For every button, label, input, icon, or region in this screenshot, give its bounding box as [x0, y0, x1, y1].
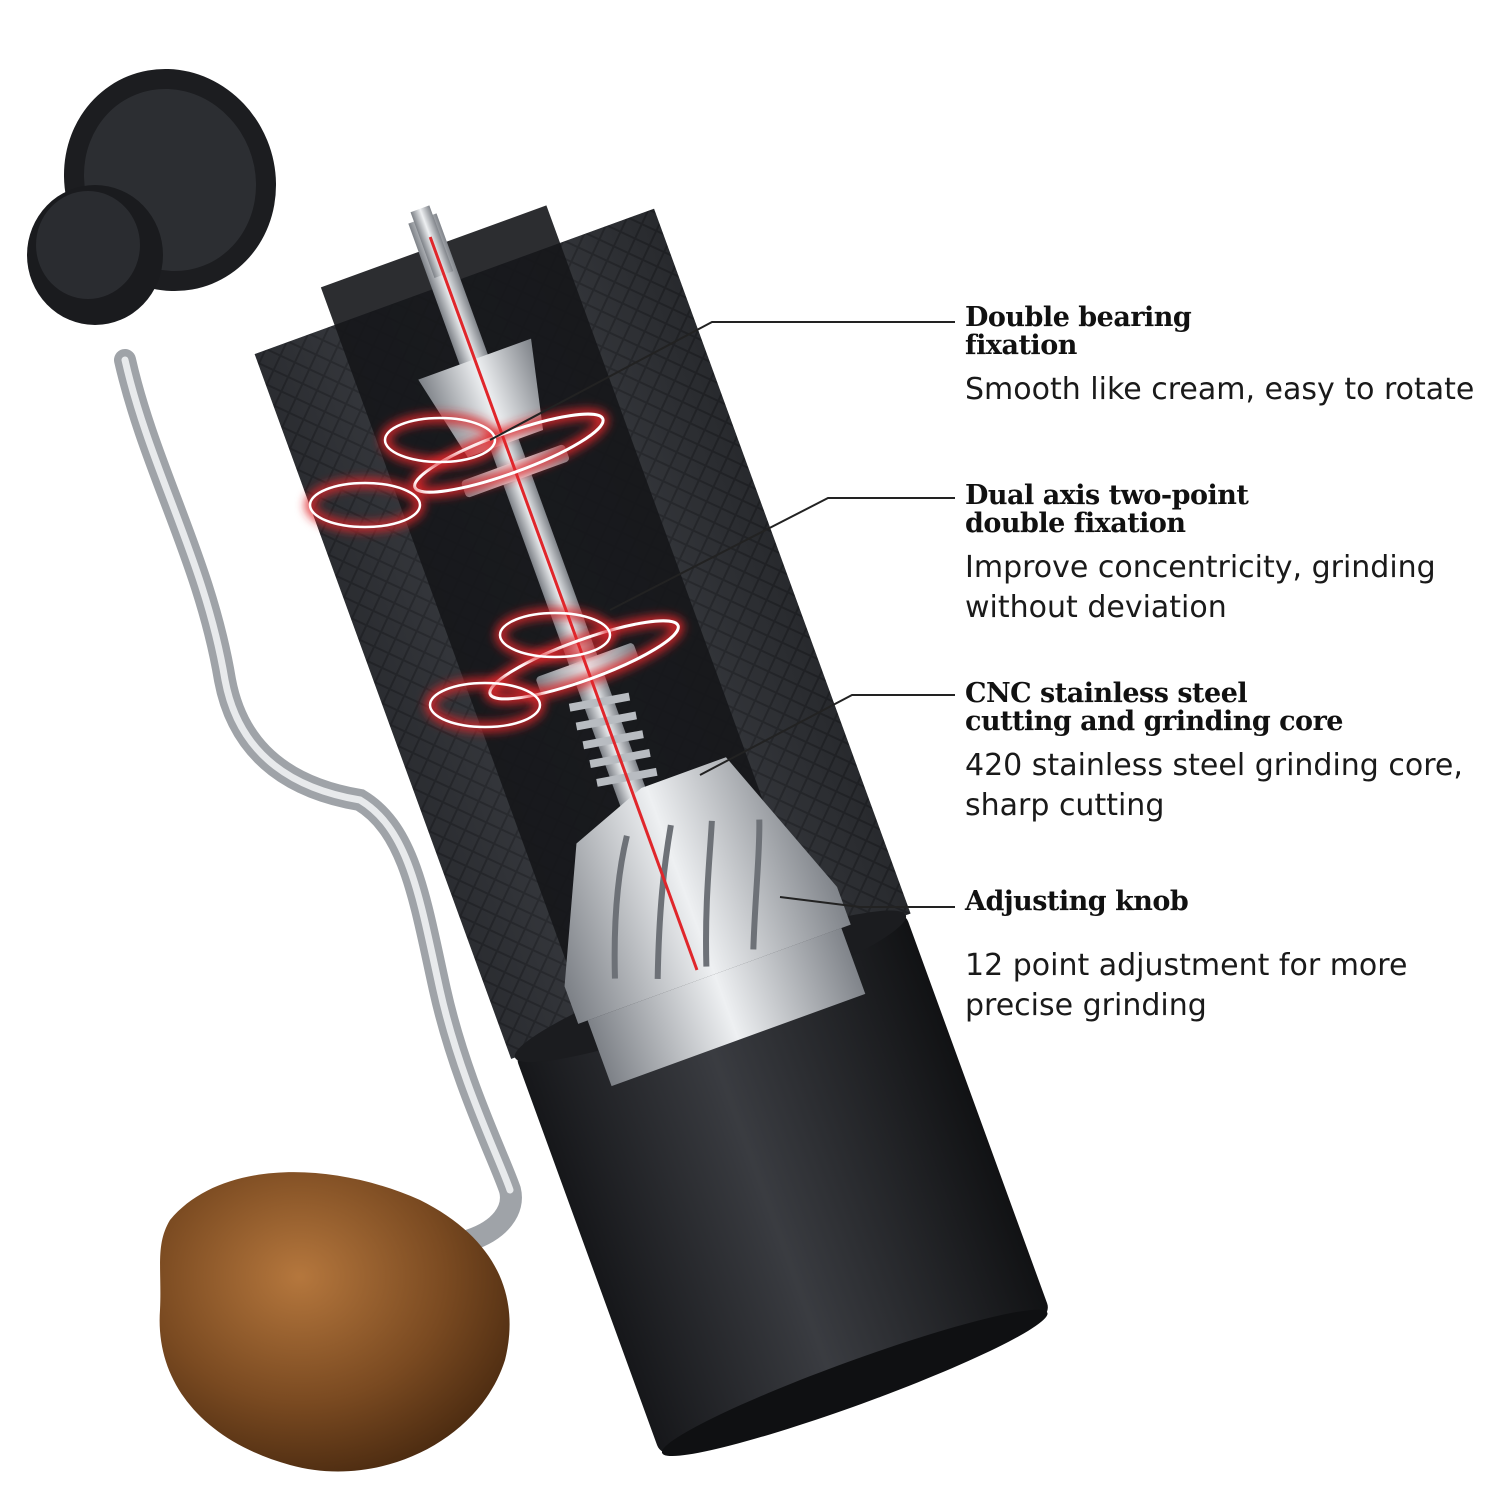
feature-description: 420 stainless steel grinding core, sharp…	[965, 748, 1463, 823]
feature-title: CNC stainless steel cutting and grinding…	[965, 680, 1485, 736]
callout-line-4	[779, 896, 955, 908]
axis-highlight	[428, 236, 699, 971]
feature-title: Adjusting knob	[965, 888, 1485, 916]
feature-title-line: Double bearing	[965, 302, 1192, 333]
callout-lines	[489, 321, 955, 908]
feature-title: Double bearing fixation	[965, 304, 1485, 360]
bearing-highlight-rings	[305, 413, 615, 732]
feature-double-bearing: Double bearing fixation Smooth like crea…	[965, 304, 1485, 410]
feature-title-line: cutting and grinding core	[965, 706, 1343, 737]
feature-title-line: Adjusting knob	[965, 886, 1189, 917]
feature-description: Smooth like cream, easy to rotate	[965, 372, 1475, 407]
feature-cnc-core: CNC stainless steel cutting and grinding…	[965, 680, 1485, 826]
feature-dual-axis: Dual axis two-point double fixation Impr…	[965, 482, 1485, 628]
feature-title-line: CNC stainless steel	[965, 678, 1248, 709]
feature-title-line: fixation	[965, 330, 1077, 361]
feature-adjusting-knob: Adjusting knob 12 point adjustment for m…	[965, 888, 1485, 1026]
feature-title-line: double fixation	[965, 508, 1186, 539]
feature-title-line: Dual axis two-point	[965, 480, 1249, 511]
wooden-knob	[159, 1172, 510, 1472]
feature-description: Improve concentricity, grinding without …	[965, 550, 1436, 625]
feature-title: Dual axis two-point double fixation	[965, 482, 1485, 538]
feature-description: 12 point adjustment for more precise gri…	[965, 948, 1408, 1023]
callout-line-3	[699, 694, 955, 776]
callout-line-1	[489, 321, 955, 441]
callout-line-2	[609, 497, 955, 611]
